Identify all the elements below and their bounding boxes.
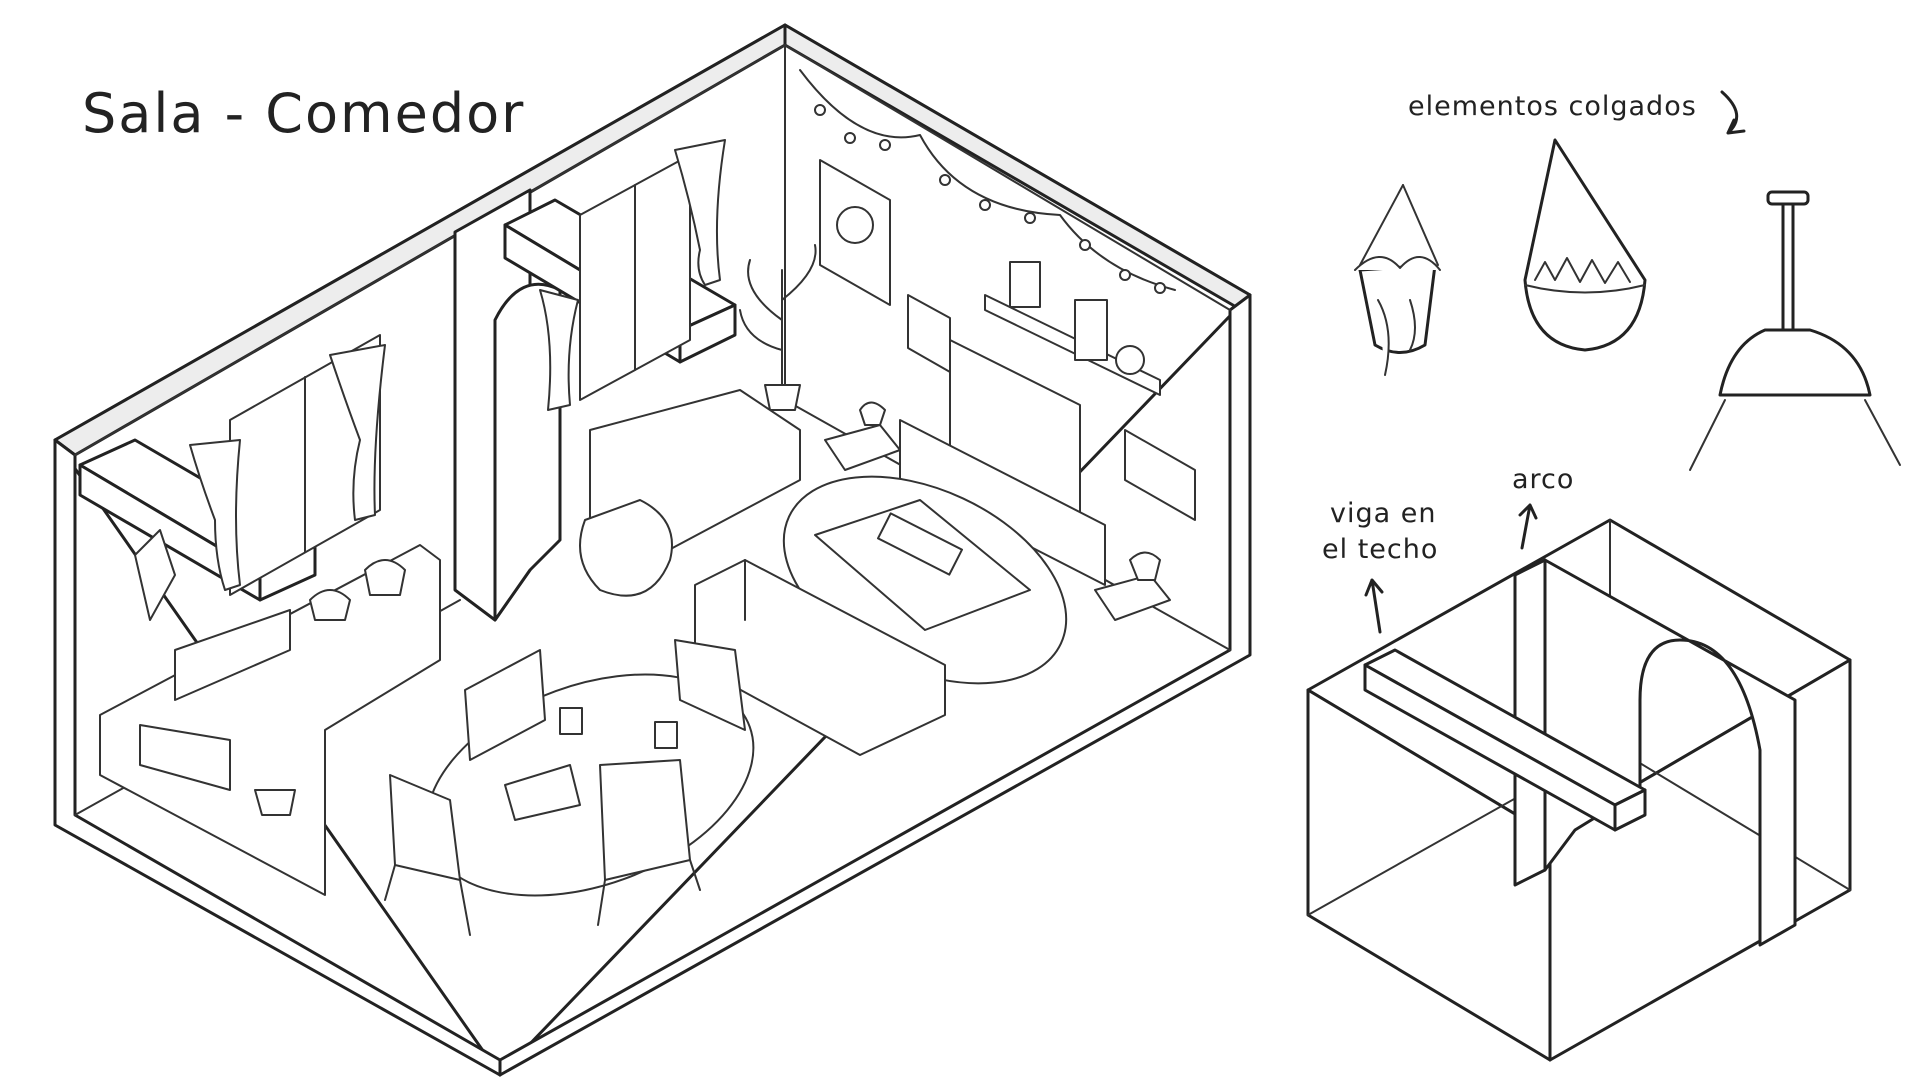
throw-pillow-blanket — [579, 499, 673, 597]
chair-leg-b — [459, 879, 471, 936]
plant-pot — [764, 384, 801, 411]
beam-label-line2: el techo — [1322, 534, 1438, 565]
chair-leg-a — [384, 864, 396, 901]
diagram-beam-end — [1613, 788, 1647, 832]
shelf-books — [1074, 299, 1108, 361]
mug-left — [559, 707, 583, 735]
page-title: Sala - Comedor — [82, 82, 525, 145]
living-dining-room — [53, 23, 1252, 1077]
flower-picture-motif — [836, 206, 874, 244]
pendant-lamp — [1689, 190, 1901, 471]
room-hanging-plant — [134, 529, 176, 621]
chair-leg-c — [597, 879, 606, 926]
coffee-table — [814, 499, 1031, 631]
right-curtain-b — [674, 139, 726, 286]
counter-pot-back-a — [309, 589, 351, 621]
hanging-elements-legend: elementos colgados — [1354, 90, 1901, 471]
hanging-label-arrow-icon — [1720, 90, 1746, 135]
beam-label-line1: viga en — [1330, 498, 1436, 529]
bread-basket — [504, 764, 581, 821]
wall-calendar — [1124, 429, 1196, 521]
tv-stand — [899, 419, 1106, 586]
right-curtain-a — [539, 289, 579, 411]
framed-flower-picture — [819, 159, 891, 306]
string-lights — [799, 69, 1176, 291]
side-table-right — [1094, 574, 1171, 621]
shelf-book-box — [1009, 261, 1041, 308]
dining-chair-back-right — [674, 639, 746, 731]
counter-pot-front — [254, 789, 296, 816]
counter-pot-back-b — [364, 559, 406, 596]
shelf-globe — [1115, 345, 1145, 375]
dining-chair-back-left — [464, 649, 546, 761]
kitchen-counter — [99, 544, 441, 896]
lamp-left — [859, 401, 886, 426]
left-curtain-a — [189, 439, 241, 591]
left-curtain-b — [329, 344, 386, 521]
counter-planter — [174, 609, 291, 701]
string-light-bulbs — [814, 104, 1166, 294]
hanging-terrarium — [1523, 138, 1647, 352]
herb-box — [139, 724, 231, 791]
side-table-left — [824, 424, 901, 471]
tall-plant — [739, 244, 817, 386]
dining-chair-front-right — [599, 759, 691, 881]
hanging-elements-label: elementos colgados — [1408, 91, 1697, 122]
back-right-wall-edge — [784, 44, 1231, 311]
beam-pointer-arrow-icon — [1364, 578, 1384, 634]
coffee-table-planter — [877, 512, 963, 576]
arch-label: arco — [1512, 464, 1574, 495]
mug-right — [654, 721, 678, 749]
beam-arch-diagram: viga en el techo arco — [1306, 464, 1852, 1062]
ceiling-beam-left-side — [78, 463, 262, 602]
box-inner-floor-right — [1609, 744, 1851, 891]
lamp-right — [1129, 551, 1161, 581]
arch-wall-with-opening — [1543, 558, 1797, 947]
hanging-plant-basket — [1354, 184, 1441, 376]
arch-pointer-arrow-icon — [1518, 503, 1538, 550]
chair-leg-d — [689, 859, 701, 891]
